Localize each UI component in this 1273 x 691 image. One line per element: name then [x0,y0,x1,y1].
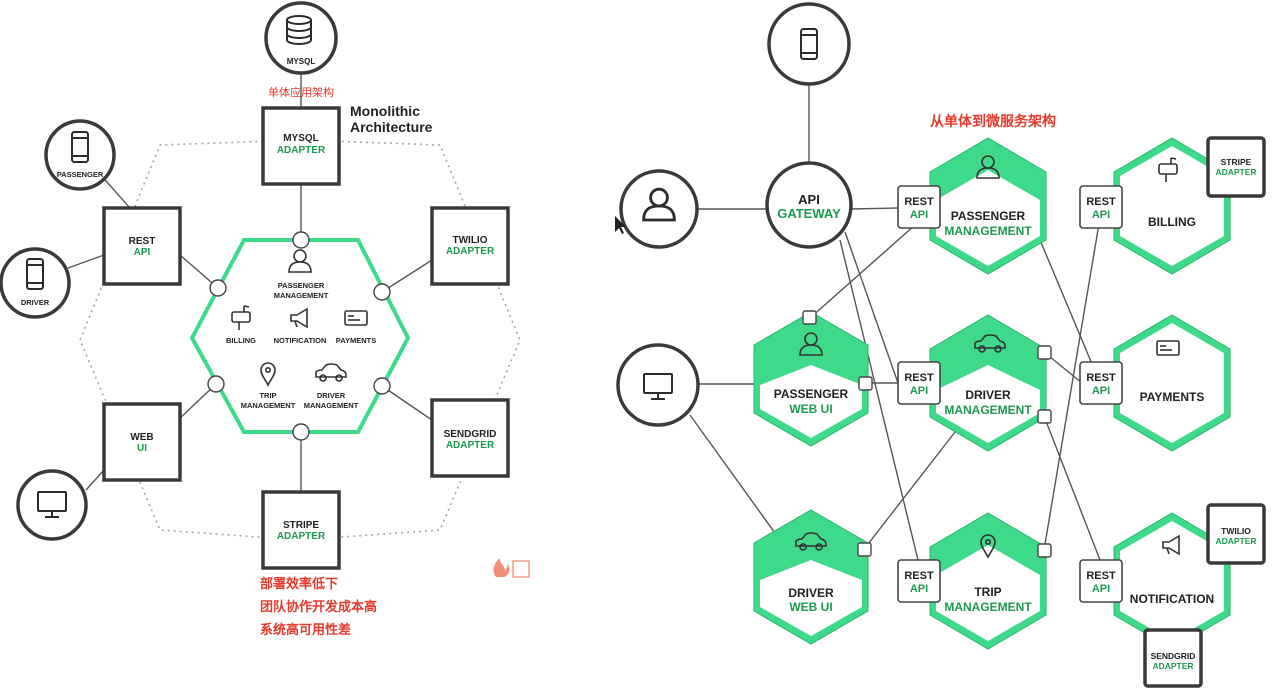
stripe-adapter-micro: STRIPE ADAPTER [1206,136,1266,198]
twilio-adapter-micro: TWILIO ADAPTER [1206,503,1266,565]
person-icon [642,187,676,222]
module-billing: BILLING [226,336,256,345]
driver-mgmt-line1: DRIVER [965,388,1011,402]
browser-client [16,469,88,541]
annotation-monolith: 单体应用架构 [268,85,334,99]
rest-api-trip: REST API [897,559,941,603]
hex-passenger-management [929,137,1047,275]
passenger-web-line2: WEB UI [789,402,832,416]
twilio-adapter-line2: ADAPTER [446,246,495,257]
rest-api-payments: REST API [1079,361,1123,405]
sendgrid-adapter-line1: SENDGRID [444,429,497,440]
rest-line1: REST [1086,372,1116,384]
payments-label: PAYMENTS [1140,390,1205,404]
driver-web-line2: WEB UI [789,600,832,614]
drawback-1: 部署效率低下 [260,576,338,591]
driver-mgmt-line2: MANAGEMENT [944,403,1032,417]
cursor-icon [615,216,626,234]
rest-line2: API [910,209,928,221]
billing-label: BILLING [1148,215,1196,229]
mysql-label: MYSQL [287,57,316,66]
passenger-mgmt-line2: MANAGEMENT [944,224,1032,238]
module-driver-line1: DRIVER [317,391,346,400]
rest-api-billing: REST API [1079,185,1123,229]
passenger-client-label: PASSENGER [57,170,104,179]
web-ui-line2: UI [137,443,147,454]
module-trip-line1: TRIP [259,391,276,400]
passenger-web-line1: PASSENGER [774,387,849,401]
module-passenger-line2: MANAGEMENT [274,291,329,300]
hex-driver-web-ui [753,509,869,645]
sendgrid-line1: SENDGRID [1151,651,1196,661]
rest-line2: API [910,385,928,397]
micro-title: 从单体到微服务架构 [930,113,1056,129]
hex-trip-management [929,512,1047,650]
mysql-adapter-line1: MYSQL [283,133,319,144]
rest-line2: API [1092,583,1110,595]
rest-line2: API [910,583,928,595]
passenger-mgmt-line1: PASSENGER [951,209,1026,223]
module-payments: PAYMENTS [336,336,376,345]
rest-api-box [102,206,182,286]
rest-api-line2: API [134,247,151,258]
rest-line1: REST [904,372,934,384]
mobile-client-micro [767,2,851,86]
rest-api-notification: REST API [1079,559,1123,603]
hex-payments [1113,314,1231,452]
hex-notification [1113,512,1231,650]
twilio-adapter-box [430,206,510,286]
module-passenger-line1: PASSENGER [278,281,325,290]
drawback-3: 系统高可用性差 [260,622,351,637]
rest-line1: REST [904,196,934,208]
driver-client-label: DRIVER [21,298,50,307]
sendgrid-adapter-line2: ADAPTER [446,440,495,451]
stripe-adapter-box [261,490,341,570]
web-ui-line1: WEB [130,432,153,443]
sendgrid-line2: ADAPTER [1152,661,1193,671]
module-trip-line2: MANAGEMENT [241,401,296,410]
rest-line1: REST [1086,196,1116,208]
rest-api-driver: REST API [897,361,941,405]
rest-line2: API [1092,209,1110,221]
drawback-2: 团队协作开发成本高 [260,599,377,614]
gateway-line2: GATEWAY [777,206,841,221]
notification-label: NOTIFICATION [1130,592,1214,606]
logo-icon [493,558,530,578]
hex-billing [1113,137,1231,275]
browser-client-micro [616,343,700,427]
rest-line1: REST [1086,570,1116,582]
module-driver-line2: MANAGEMENT [304,401,359,410]
stripe-line1: STRIPE [1221,157,1252,167]
mysql-adapter-box [261,106,341,186]
stripe-adapter-line2: ADAPTER [277,531,326,542]
hex-driver-management [929,314,1047,452]
twilio-adapter-line1: TWILIO [453,235,488,246]
module-notification: NOTIFICATION [274,336,327,345]
driver-web-line1: DRIVER [788,586,834,600]
monolith-core [189,238,411,434]
rest-api-line1: REST [129,236,156,247]
gateway-line1: API [798,192,820,207]
hex-passenger-web-ui [753,311,869,447]
rest-api-passenger: REST API [897,185,941,229]
sendgrid-adapter-micro: SENDGRID ADAPTER [1143,628,1203,688]
mysql-adapter-line2: ADAPTER [277,145,326,156]
rest-line2: API [1092,385,1110,397]
rest-line1: REST [904,570,934,582]
twilio-line2: ADAPTER [1215,536,1256,546]
trip-mgmt-line2: MANAGEMENT [944,600,1032,614]
user-client-micro [619,169,699,249]
web-ui-box [102,402,182,482]
api-gateway [765,161,853,249]
stripe-line2: ADAPTER [1215,167,1256,177]
sendgrid-adapter-box [430,398,510,478]
monolith-title-line1: Monolithic [350,103,420,119]
stripe-adapter-line1: STRIPE [283,520,319,531]
monolith-title-line2: Architecture [350,119,433,135]
twilio-line1: TWILIO [1221,526,1251,536]
trip-mgmt-line1: TRIP [974,585,1001,599]
database-icon [286,15,312,45]
